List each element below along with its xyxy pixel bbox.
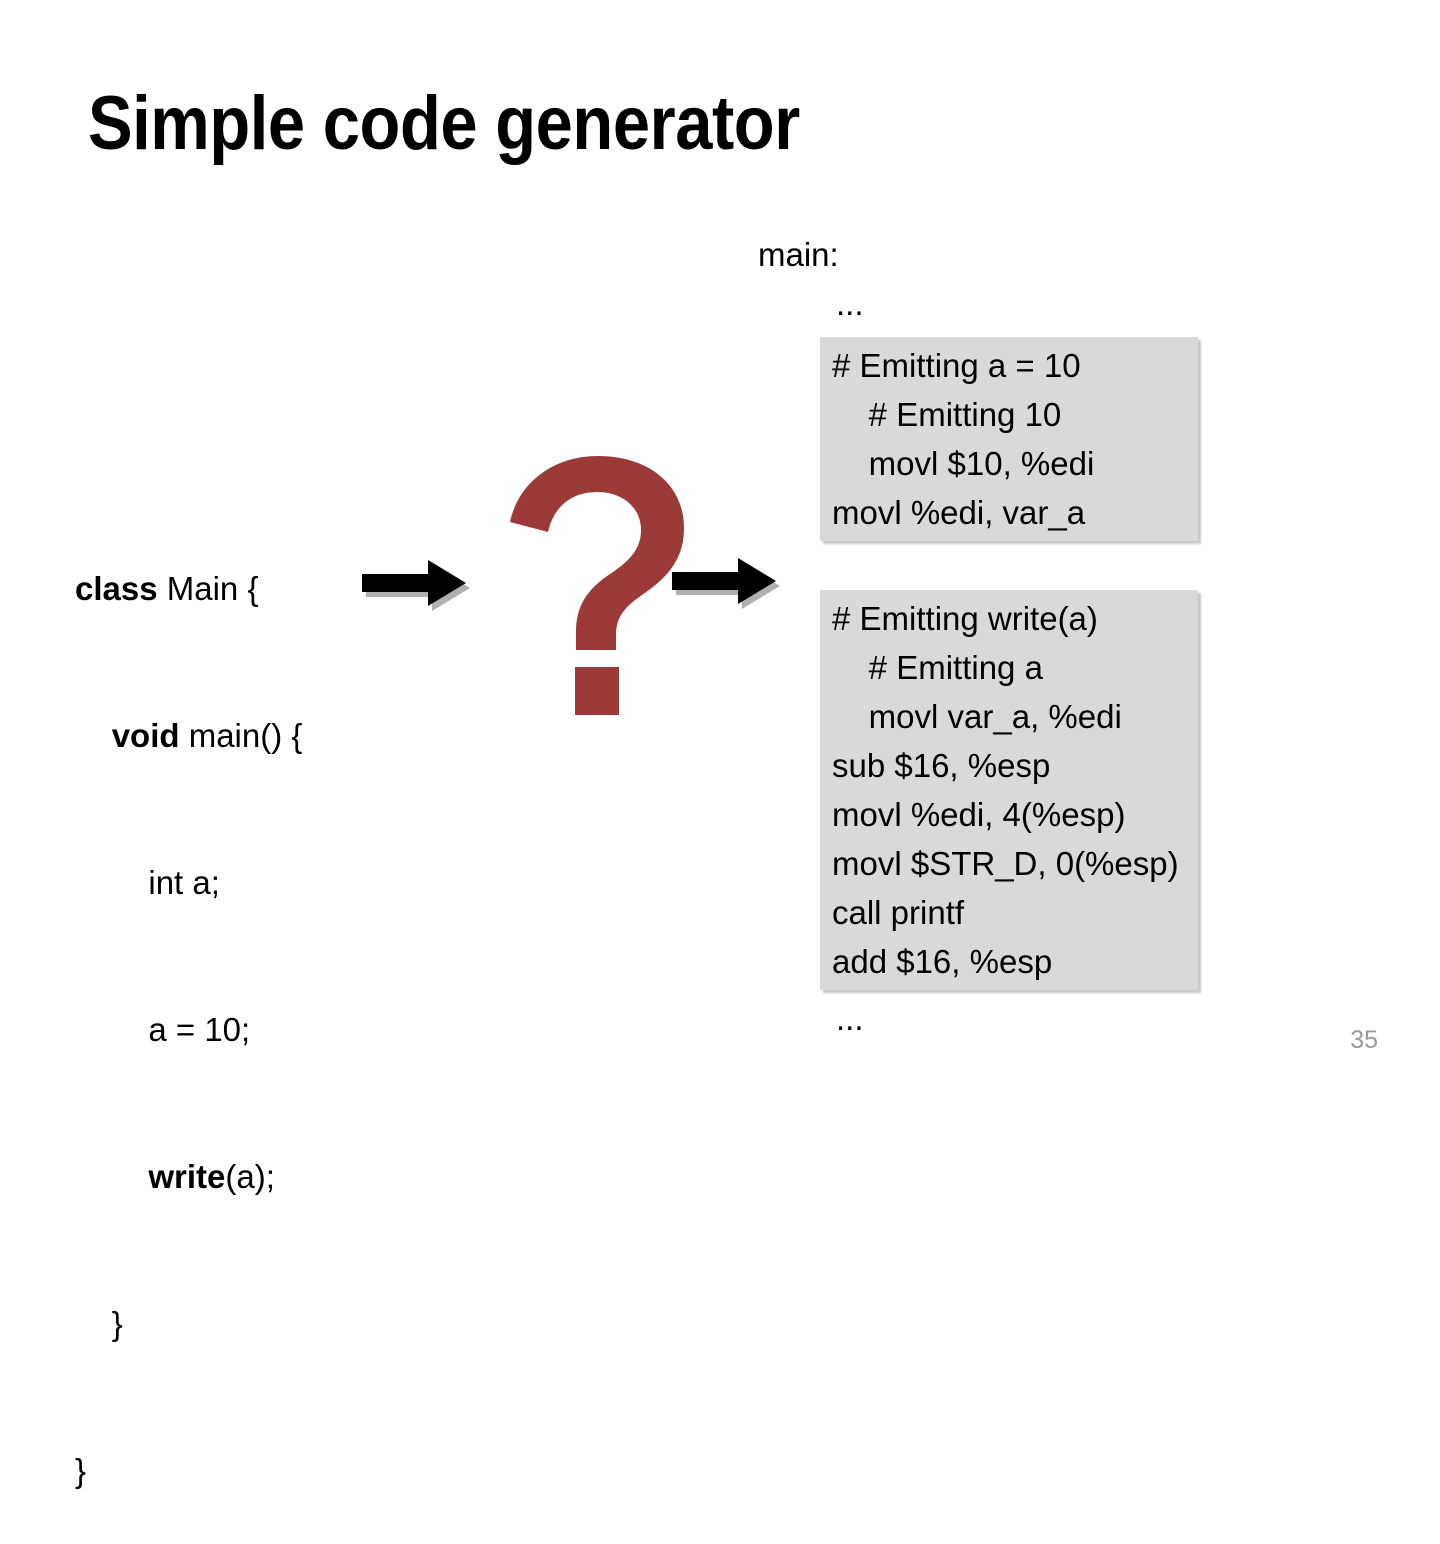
assembly-line: # Emitting a (832, 649, 1043, 686)
assembly-code-block-2: # Emitting write(a) # Emitting a movl va… (820, 590, 1198, 990)
assembly-code-block-1: # Emitting a = 10 # Emitting 10 movl $10… (820, 337, 1198, 541)
right-arrow-icon (362, 560, 472, 626)
source-code-line: } (75, 1299, 302, 1348)
keyword-void: void (111, 717, 180, 754)
page-title: Simple code generator (88, 81, 800, 166)
assembly-output-column: main: ... # Emitting a = 10 # Emitting 1… (758, 230, 1198, 1043)
keyword-write: write (148, 1158, 226, 1195)
source-code-line: } (75, 1446, 302, 1495)
assembly-line: call printf (832, 894, 965, 931)
assembly-line: movl var_a, %edi (832, 698, 1122, 735)
right-arrow-icon (672, 558, 782, 624)
source-code-line-text: main() { (179, 717, 303, 754)
assembly-line: # Emitting a = 10 (832, 347, 1081, 384)
assembly-label-main: main: (758, 236, 839, 273)
assembly-line: movl $STR_D, 0(%esp) (832, 845, 1179, 882)
page-number: 35 (1350, 1026, 1378, 1054)
assembly-line: # Emitting 10 (832, 396, 1062, 433)
assembly-line: movl %edi, 4(%esp) (832, 796, 1126, 833)
source-code-line: int a; (75, 858, 302, 907)
source-code-line: a = 10; (75, 1005, 302, 1054)
source-code-line-text: int a; (148, 864, 220, 901)
source-code-line: void main() { (75, 711, 303, 760)
source-code-line-text: Main { (157, 570, 259, 607)
assembly-block-gap (758, 541, 1198, 590)
assembly-line: add $16, %esp (832, 943, 1053, 980)
assembly-line: movl %edi, var_a (832, 494, 1086, 531)
source-code-line-text: } (75, 1452, 87, 1489)
assembly-line: sub $16, %esp (832, 747, 1051, 784)
source-code-line: class Main { (75, 564, 302, 613)
source-code-line-text: a = 10; (148, 1011, 251, 1048)
question-mark-icon (500, 452, 700, 722)
source-code-line: write(a); (75, 1152, 302, 1201)
source-code-line-text: (a); (225, 1158, 275, 1195)
keyword-class: class (75, 570, 158, 607)
source-code-line-text: } (111, 1305, 123, 1342)
assembly-line: movl $10, %edi (832, 445, 1095, 482)
assembly-ellipsis-bottom: ... (836, 1000, 864, 1037)
assembly-line: # Emitting write(a) (832, 600, 1098, 637)
assembly-ellipsis-top: ... (836, 285, 864, 322)
source-code-block: class Main { void main() { int a; a = 10… (75, 466, 302, 1544)
